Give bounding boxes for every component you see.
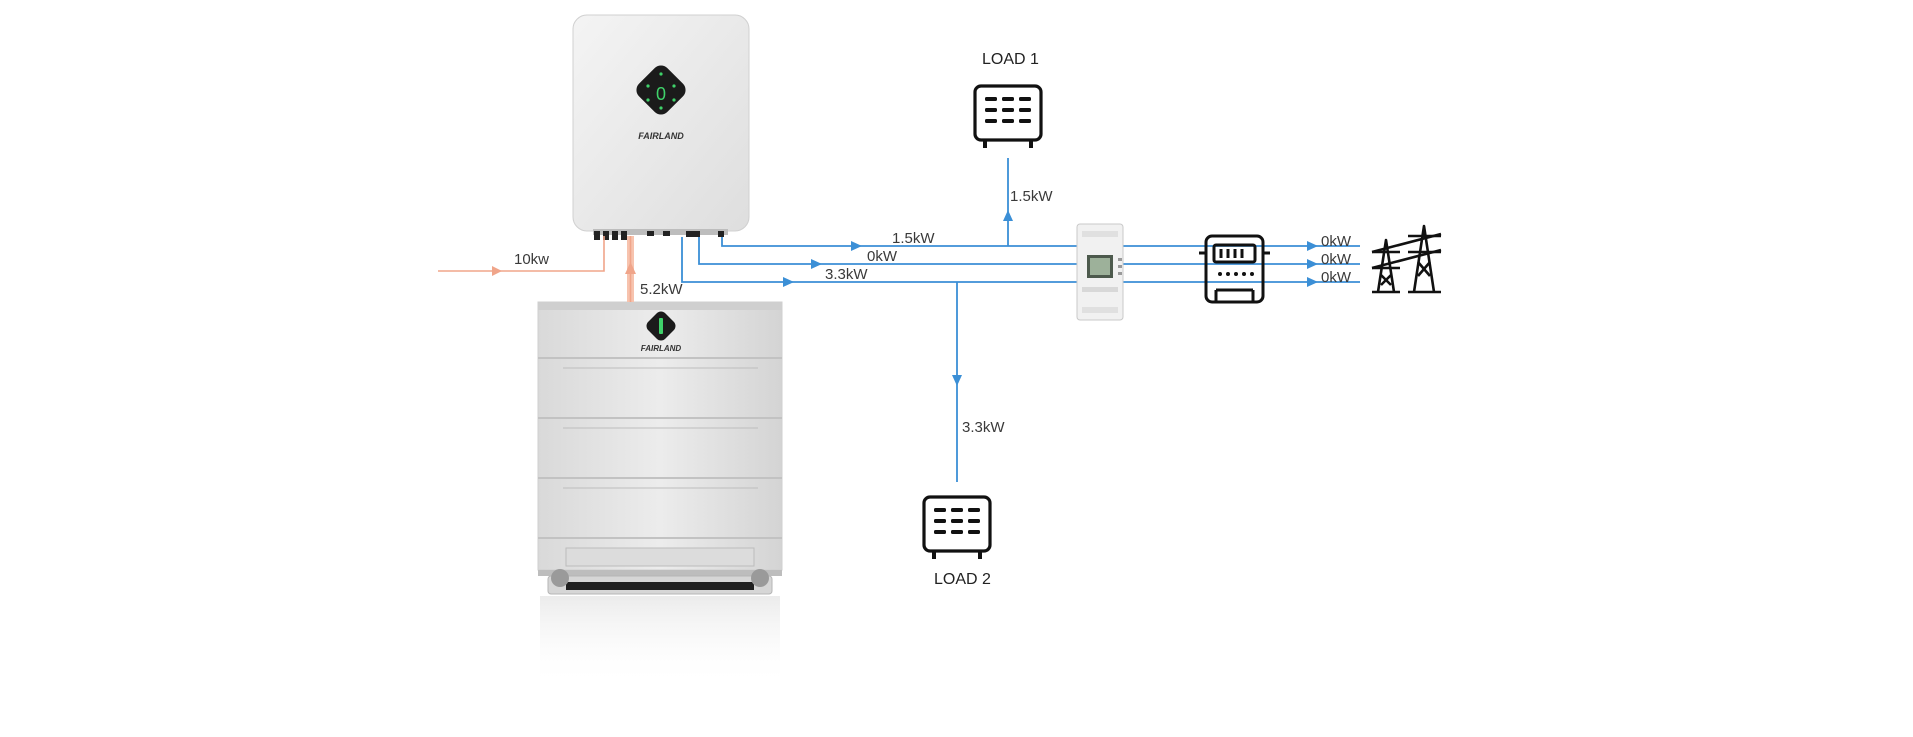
battery-flow-value: 5.2kW bbox=[640, 281, 683, 298]
inverter-icon: 0 FAIRLAND bbox=[572, 14, 750, 240]
load1-value: 1.5kW bbox=[1010, 188, 1053, 205]
load1-panel-icon bbox=[973, 84, 1043, 148]
transmission-tower-icon bbox=[1371, 224, 1442, 294]
ac-lines bbox=[681, 158, 1360, 482]
inverter-display-digit: 0 bbox=[656, 84, 666, 104]
line3-value: 3.3kW bbox=[825, 266, 868, 283]
line1-value: 1.5kW bbox=[892, 230, 935, 247]
energy-meter-dots bbox=[1218, 272, 1254, 276]
load1-label: LOAD 1 bbox=[982, 51, 1039, 68]
load2-label: LOAD 2 bbox=[934, 571, 991, 588]
inverter-display bbox=[636, 65, 686, 115]
grid-flow-2-value: 0kW bbox=[1321, 251, 1351, 268]
grid-flow-3-value: 0kW bbox=[1321, 269, 1351, 286]
load2-panel-icon bbox=[922, 495, 992, 559]
load2-value: 3.3kW bbox=[962, 419, 1005, 436]
grid-flow-1-value: 0kW bbox=[1321, 233, 1351, 250]
flow-arrows bbox=[783, 210, 1318, 386]
pv-input-line bbox=[438, 236, 605, 276]
battery-brand: FAIRLAND bbox=[641, 344, 682, 353]
smart-meter-icon bbox=[1076, 223, 1124, 321]
pv-input-value: 10kw bbox=[514, 251, 550, 268]
energy-meter-icon bbox=[1199, 234, 1270, 304]
inverter-brand: FAIRLAND bbox=[638, 131, 684, 141]
battery-icon: FAIRLAND bbox=[537, 301, 783, 686]
line2-value: 0kW bbox=[867, 248, 897, 265]
battery-dc-line bbox=[625, 236, 636, 302]
